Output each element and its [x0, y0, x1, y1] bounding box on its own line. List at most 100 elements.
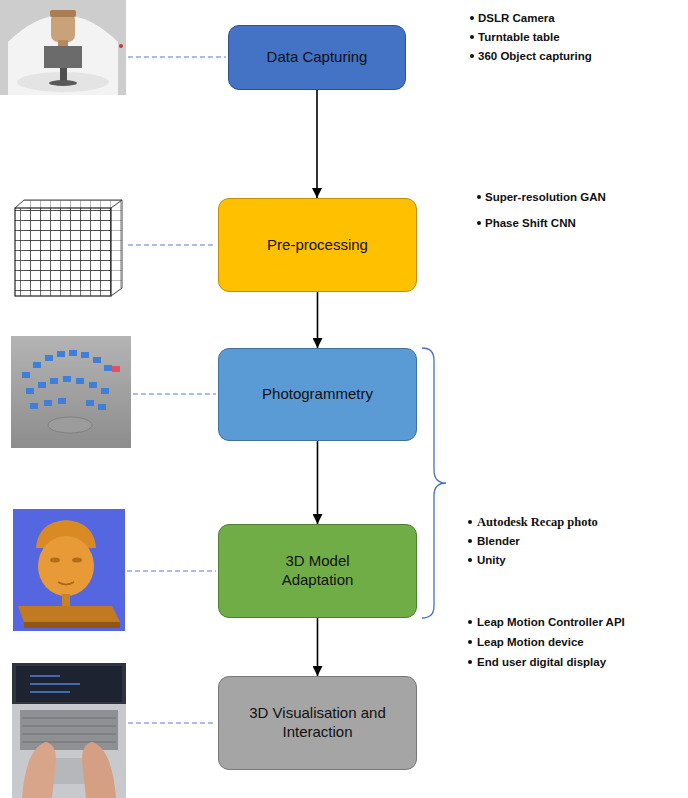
camera-positions-image-part-part	[76, 378, 84, 384]
box-label: 3D Visualisation and Interaction	[242, 704, 394, 742]
bullet-item: 360 Object capturing	[478, 49, 592, 63]
camera-positions-image-part-part	[45, 355, 53, 361]
dashed-leader-lines-part	[128, 722, 216, 723]
camera-positions-image-part-part	[33, 362, 41, 368]
dashed-leader-lines-part	[128, 244, 216, 245]
camera-positions-image-part-part	[89, 382, 97, 388]
bullet-item: Unity	[477, 553, 506, 567]
flow-arrow	[317, 441, 319, 524]
bullet-item: Super-resolution GAN	[485, 190, 606, 204]
camera-positions-image-part	[48, 417, 92, 433]
bullet-dot	[468, 520, 472, 524]
camera-positions-image-part-part	[81, 352, 89, 358]
camera-positions-image-part-part	[50, 378, 58, 384]
grid-image-part	[13, 198, 126, 300]
laptop-photo-part	[30, 676, 80, 692]
process-box: Pre-processing	[218, 198, 417, 292]
3d-model-image	[13, 509, 125, 631]
laptop-photo-part	[22, 742, 56, 798]
laptop-photo-part	[82, 742, 116, 798]
dashed-leader-lines	[127, 57, 226, 723]
dashed-leader-lines-part	[133, 393, 216, 394]
camera-positions-image-part-part	[26, 388, 34, 394]
bullet-item: Phase Shift CNN	[485, 216, 576, 230]
camera-positions-image-part	[112, 366, 120, 372]
process-box: Data Capturing	[228, 25, 406, 90]
bullet-dot	[477, 195, 481, 199]
lightbox-photo-part	[119, 44, 123, 48]
lightbox-photo-part	[60, 68, 67, 82]
bullet-dot	[470, 35, 474, 39]
bullet-dot	[468, 539, 472, 543]
laptop-photo-part	[22, 718, 116, 742]
3d-model-image-part	[58, 582, 74, 585]
flow-arrow	[317, 618, 319, 676]
camera-positions-image-part-part	[98, 404, 106, 410]
grid-image-part	[15, 208, 111, 296]
process-box: 3D Model Adaptation	[218, 524, 417, 618]
lightbox-photo-part	[44, 46, 82, 68]
bullet-dot	[468, 660, 472, 664]
dashed-leader-lines-part	[128, 56, 226, 57]
curly-bracket	[422, 348, 446, 618]
process-box: 3D Visualisation and Interaction	[218, 676, 417, 770]
bullet-dot	[470, 16, 474, 20]
3d-model-image-part	[72, 558, 82, 563]
camera-positions-image-part-part	[58, 398, 66, 404]
camera-positions-image-part-part	[57, 351, 65, 357]
camera-positions-image-part	[22, 350, 112, 410]
camera-positions-image-part-part	[30, 403, 38, 409]
3d-model-image-part	[13, 509, 125, 631]
lightbox-photo-part	[0, 0, 126, 95]
3d-model-image-part	[62, 594, 70, 606]
camera-positions-image-part-part	[86, 400, 94, 406]
camera-positions-image-part-part	[69, 350, 77, 356]
laptop-photo	[12, 663, 126, 798]
bullet-dot	[468, 640, 472, 644]
camera-positions-image	[11, 336, 131, 448]
bullet-dot	[468, 558, 472, 562]
camera-positions-image-part-part	[101, 388, 109, 394]
box-label: Pre-processing	[267, 236, 368, 255]
3d-model-image-part	[18, 606, 120, 622]
bullet-item: End user digital display	[477, 655, 606, 669]
lightbox-photo-part	[58, 40, 68, 47]
laptop-photo-part	[12, 704, 126, 798]
bullet-dot	[468, 620, 472, 624]
3d-model-image-part	[50, 558, 60, 563]
dashed-leader-lines-part	[127, 570, 216, 571]
laptop-photo-part	[12, 663, 126, 798]
laptop-photo-part	[20, 710, 118, 750]
3d-model-image-part	[24, 622, 120, 628]
grid-image-part	[15, 208, 111, 296]
grid-image	[13, 198, 126, 300]
bullet-item: Autodesk Recap photo	[477, 515, 598, 529]
box-label: Data Capturing	[267, 48, 368, 67]
camera-positions-image-part-part	[104, 365, 112, 371]
camera-positions-image-part-part	[22, 372, 30, 378]
camera-positions-image-part-part	[44, 400, 52, 406]
bullet-item: Leap Motion device	[477, 635, 584, 649]
bullet-item: Leap Motion Controller API	[477, 615, 625, 629]
box-label: Photogrammetry	[262, 385, 373, 404]
camera-positions-image-part-part	[38, 382, 46, 388]
bullet-item: Turntable table	[478, 30, 560, 44]
lightbox-photo-part	[50, 10, 76, 17]
3d-model-image-part	[38, 536, 94, 596]
bullet-item: Blender	[477, 534, 520, 548]
lightbox-photo-part	[49, 80, 77, 86]
laptop-photo-part	[16, 666, 122, 702]
box-label: 3D Model Adaptation	[263, 552, 373, 590]
camera-positions-image-part	[11, 336, 131, 448]
camera-positions-image-part-part	[93, 357, 101, 363]
bullet-dot	[477, 221, 481, 225]
bullet-dot	[470, 54, 474, 58]
process-box: Photogrammetry	[218, 348, 417, 441]
flow-arrow	[317, 292, 319, 348]
flow-arrow	[316, 90, 318, 198]
camera-positions-image-part-part	[63, 376, 71, 382]
lightbox-photo	[0, 0, 126, 95]
grid-image-part	[15, 200, 122, 296]
bullet-item: DSLR Camera	[478, 11, 555, 25]
